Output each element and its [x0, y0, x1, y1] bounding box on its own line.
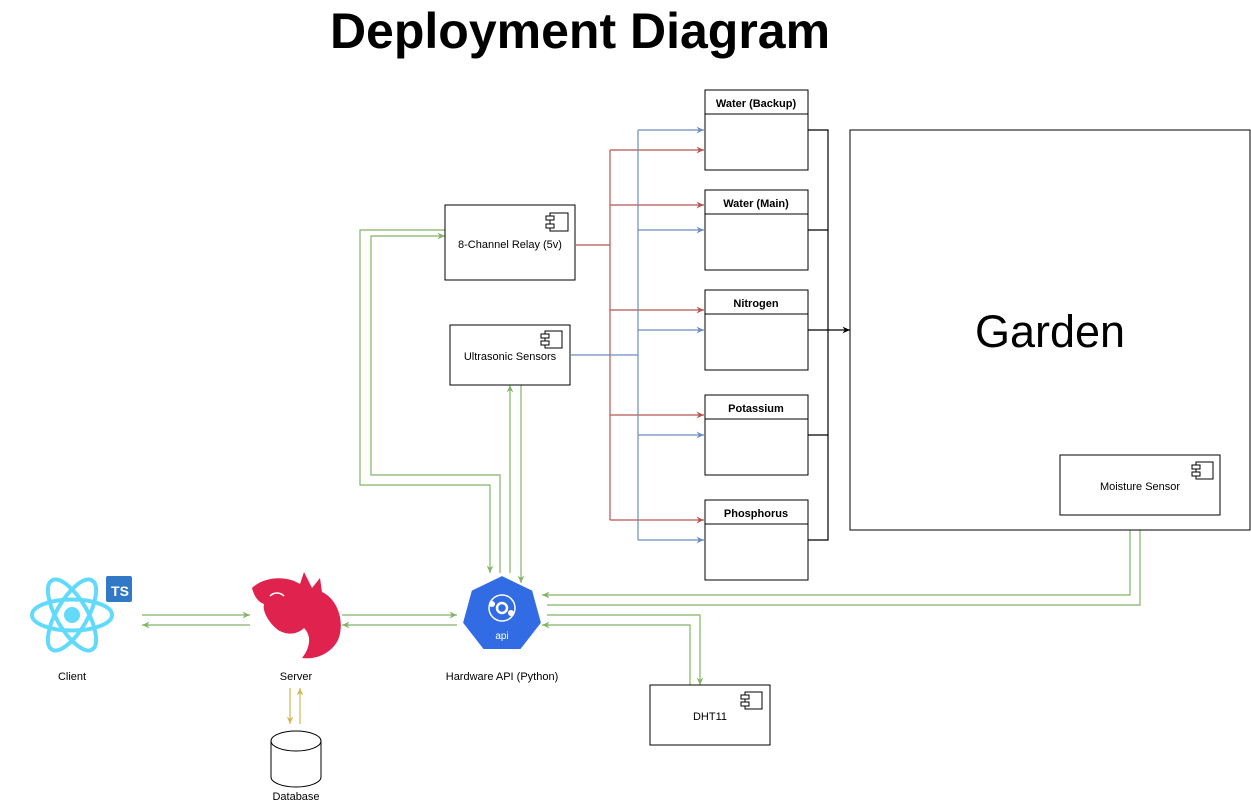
- relay-component[interactable]: 8-Channel Relay (5v): [444, 204, 576, 281]
- page-title: Deployment Diagram: [330, 3, 830, 59]
- container-potassium[interactable]: Potassium: [704, 394, 809, 476]
- component-icon: [540, 330, 563, 349]
- container-water-backup[interactable]: Water (Backup): [704, 89, 809, 171]
- container-title: Phosphorus: [724, 508, 788, 520]
- server-node[interactable]: Server: [252, 572, 341, 683]
- nestjs-icon: [252, 572, 341, 659]
- database-icon: [270, 730, 322, 788]
- ultrasonic-label: Ultrasonic Sensors: [464, 351, 557, 363]
- container-title: Nitrogen: [733, 298, 779, 310]
- moisture-label: Moisture Sensor: [1100, 481, 1180, 493]
- api-icon-text: api: [495, 631, 508, 642]
- hardware-api-label: Hardware API (Python): [446, 671, 559, 683]
- edge-api-to-moisture: [547, 516, 1144, 606]
- component-icon: [545, 212, 569, 232]
- container-title: Water (Backup): [716, 98, 797, 110]
- ultrasonic-sensors-component[interactable]: Ultrasonic Sensors: [449, 324, 571, 386]
- client-label: Client: [58, 671, 86, 683]
- edge-moisture-to-api: [542, 516, 1131, 599]
- edge-api-to-relay: [370, 232, 501, 573]
- container-phosphorus[interactable]: Phosphorus: [704, 499, 809, 581]
- client-node[interactable]: TS Client: [30, 573, 132, 683]
- garden-node[interactable]: Garden: [849, 129, 1251, 531]
- edge-water-backup-to-garden: [808, 129, 829, 330]
- hardware-api-node[interactable]: api Hardware API (Python): [446, 573, 559, 683]
- garden-label: Garden: [975, 306, 1125, 357]
- container-water-main[interactable]: Water (Main): [704, 189, 809, 271]
- database-node[interactable]: Database: [270, 730, 322, 803]
- dht11-component[interactable]: DHT11: [649, 684, 771, 746]
- dht11-label: DHT11: [693, 711, 727, 723]
- component-icon: [1191, 461, 1214, 480]
- typescript-badge-text: TS: [111, 583, 129, 599]
- typescript-icon: TS: [106, 576, 132, 602]
- database-label: Database: [272, 791, 319, 803]
- edge-api-to-dht11: [547, 614, 704, 685]
- connectors: [142, 126, 1144, 724]
- edge-relay-to-api: [359, 229, 494, 573]
- server-label: Server: [280, 671, 313, 683]
- kubernetes-api-icon: api: [460, 573, 544, 651]
- edge-dht11-to-api: [542, 621, 691, 685]
- moisture-sensor-component[interactable]: Moisture Sensor: [1059, 454, 1221, 516]
- container-nitrogen[interactable]: Nitrogen: [704, 289, 809, 371]
- relay-label: 8-Channel Relay (5v): [458, 239, 562, 251]
- edge-phosphorus-to-garden: [808, 330, 829, 541]
- component-icon: [740, 691, 763, 710]
- container-title: Potassium: [728, 403, 784, 415]
- container-title: Water (Main): [723, 198, 789, 210]
- react-icon: [30, 577, 114, 653]
